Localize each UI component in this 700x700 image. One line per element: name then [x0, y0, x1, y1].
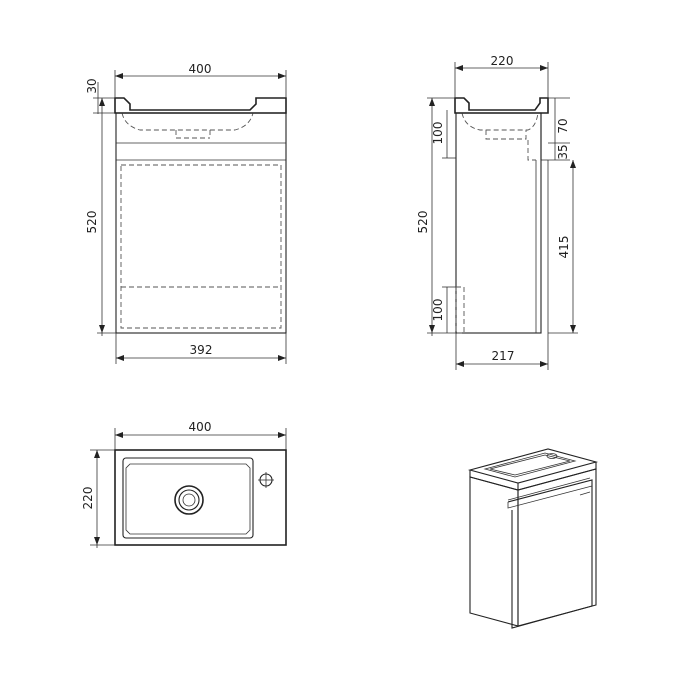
front-width-top-label: 400	[189, 62, 212, 76]
front-basin-top	[114, 97, 287, 114]
side-dim-height: 520	[416, 97, 456, 336]
side-depth-bottom-label: 217	[492, 349, 515, 363]
front-width-bottom-label: 392	[190, 343, 213, 357]
side-right-top-label: 70	[556, 118, 570, 133]
top-drain	[174, 485, 204, 515]
iso-bowl	[483, 452, 577, 478]
iso-panel-line	[507, 477, 591, 501]
iso-bowl-inner	[489, 454, 571, 476]
side-dim-depth-bottom: 217	[455, 333, 549, 370]
isometric-view	[467, 448, 599, 629]
side-height-label: 520	[416, 211, 430, 234]
side-upper-left-label: 100	[431, 122, 445, 145]
side-right-mid-label: 35	[556, 144, 570, 159]
top-bowl-rim	[125, 463, 251, 535]
iso-top-surface	[467, 448, 599, 484]
front-cabinet	[115, 112, 287, 334]
top-bowl-inner	[122, 457, 254, 539]
side-cabinet	[455, 112, 542, 334]
side-dim-right-top: 70	[548, 97, 570, 144]
front-thickness-label: 30	[85, 78, 99, 93]
front-dim-width-top: 400	[114, 62, 287, 98]
top-depth-label: 220	[81, 487, 95, 510]
iso-door	[507, 479, 593, 629]
side-bowl-hidden	[461, 112, 539, 131]
side-siphon-hidden	[527, 140, 536, 161]
front-dim-width-bottom: 392	[115, 333, 287, 364]
iso-cabinet-front	[517, 468, 597, 627]
side-drain-hidden	[485, 130, 527, 140]
front-bowl-hidden	[121, 112, 254, 131]
top-basin-outline	[114, 449, 287, 546]
top-drain-center	[182, 493, 196, 507]
top-width-label: 400	[189, 420, 212, 434]
top-view: 400 220	[81, 420, 287, 548]
side-dim-upper-left: 100	[431, 110, 456, 159]
top-drain-inner	[178, 489, 200, 511]
front-dim-height: 520	[85, 98, 116, 336]
side-depth-top-label: 220	[491, 54, 514, 68]
side-dim-right-long: 415	[548, 160, 578, 334]
side-view: 220 520 100 100 70	[416, 54, 578, 370]
side-dim-lower-left: 100	[431, 286, 456, 333]
iso-door-top-edge	[507, 485, 593, 509]
side-lower-left-label: 100	[431, 299, 445, 322]
side-shelf-hidden	[455, 286, 465, 334]
side-basin-top	[454, 97, 549, 114]
side-dim-depth-top: 220	[454, 54, 549, 98]
front-view: 400 30 520 392	[85, 62, 287, 364]
front-dim-thickness: 30	[85, 78, 115, 114]
iso-door-handle	[579, 491, 591, 496]
front-height-label: 520	[85, 211, 99, 234]
side-dim-right-mid: 35	[548, 143, 570, 161]
front-interior-hidden	[120, 164, 282, 329]
side-right-long-label: 415	[557, 236, 571, 259]
iso-tap-hole	[546, 453, 558, 459]
top-dim-depth: 220	[81, 449, 115, 548]
top-dim-width: 400	[114, 420, 287, 450]
